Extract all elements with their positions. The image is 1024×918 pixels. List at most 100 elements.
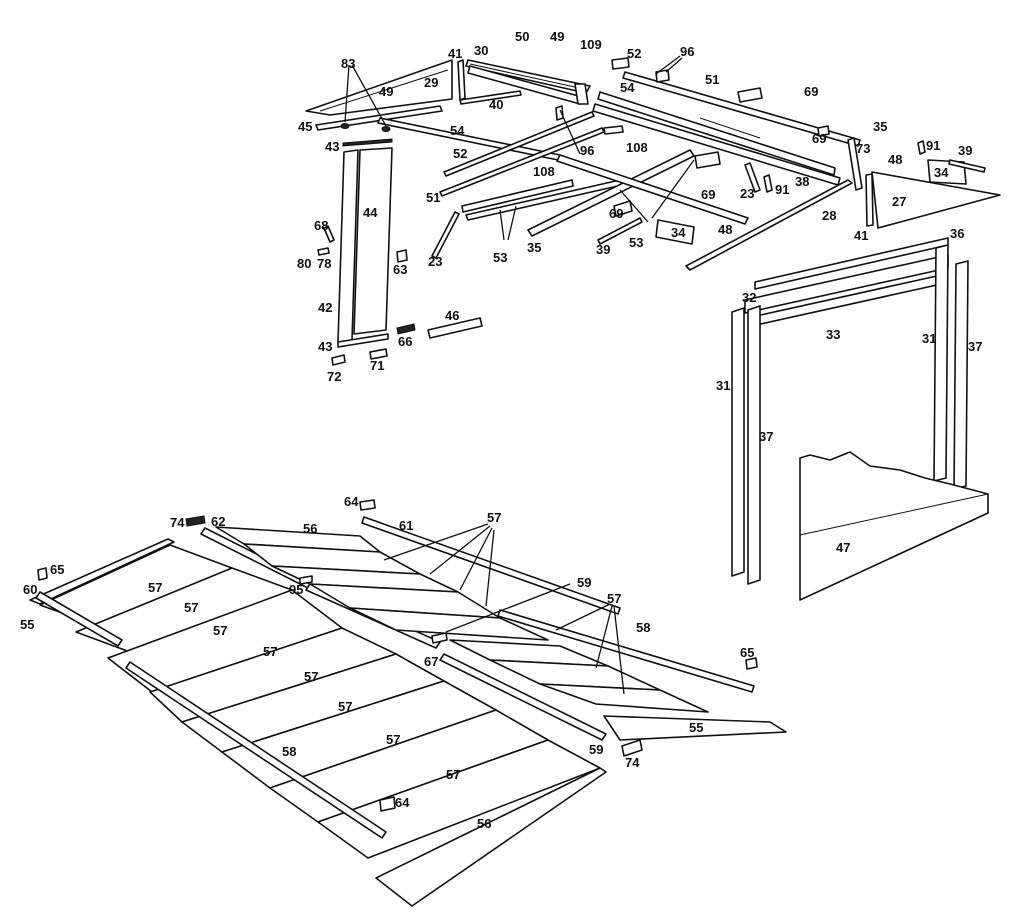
label-46: 46 xyxy=(445,308,459,323)
label-54: 54 xyxy=(620,80,635,95)
label-60: 60 xyxy=(23,582,37,597)
label-95: 95 xyxy=(289,582,303,597)
label-34b: 34 xyxy=(671,225,686,240)
label-56b: 56 xyxy=(477,816,491,831)
door-frame-assembly xyxy=(731,237,989,601)
part-108-bracket xyxy=(603,125,624,135)
part-31-left-jamb xyxy=(731,307,745,577)
part-69-bracket-3 xyxy=(613,200,633,217)
part-52-rafter xyxy=(443,111,595,177)
part-68-hinge xyxy=(323,225,335,243)
label-31b: 31 xyxy=(716,378,730,393)
label-31: 31 xyxy=(922,331,936,346)
label-57-d: 57 xyxy=(263,644,277,659)
part-69-bracket-2 xyxy=(694,151,721,169)
part-41-post xyxy=(457,59,466,101)
label-58: 58 xyxy=(636,620,650,635)
part-37-left-jamb xyxy=(747,305,761,585)
label-78: 78 xyxy=(317,256,331,271)
part-39-bar xyxy=(948,159,986,173)
label-72: 72 xyxy=(327,369,341,384)
part-35-rafter xyxy=(527,149,695,237)
label-57-c: 57 xyxy=(213,623,227,638)
part-71-bracket xyxy=(369,348,388,360)
part-60-rail xyxy=(35,591,123,647)
roof-frame-assembly xyxy=(305,57,1001,271)
label-57-g: 57 xyxy=(386,732,400,747)
part-95-fitting xyxy=(299,575,313,585)
part-47-door-panel xyxy=(799,451,989,601)
label-80: 80 xyxy=(297,256,311,271)
label-34: 34 xyxy=(934,165,949,180)
part-29-left-gable xyxy=(305,59,453,116)
label-68: 68 xyxy=(314,218,328,233)
label-91b: 91 xyxy=(775,182,789,197)
label-57-a: 57 xyxy=(148,580,162,595)
label-96b: 96 xyxy=(580,143,594,158)
label-62: 62 xyxy=(211,514,225,529)
label-48: 48 xyxy=(888,152,902,167)
part-23-brace xyxy=(744,162,761,193)
part-labels: 41 30 50 49 109 52 96 51 69 83 29 49 40 … xyxy=(20,29,982,831)
label-23b: 23 xyxy=(428,254,442,269)
label-23: 23 xyxy=(740,186,754,201)
part-72-bracket xyxy=(331,354,346,366)
label-43b: 43 xyxy=(318,339,332,354)
label-73: 73 xyxy=(856,141,870,156)
label-28: 28 xyxy=(822,208,836,223)
label-35: 35 xyxy=(873,119,887,134)
part-64-fitting-bottom xyxy=(379,796,396,812)
part-67-fitting xyxy=(431,632,448,644)
label-69c: 69 xyxy=(701,187,715,202)
label-96: 96 xyxy=(680,44,694,59)
label-32: 32 xyxy=(742,290,756,305)
label-63: 63 xyxy=(393,262,407,277)
label-57-h: 57 xyxy=(446,767,460,782)
label-74b: 74 xyxy=(625,755,640,770)
label-42: 42 xyxy=(318,300,332,315)
part-66-handle xyxy=(396,323,416,335)
label-57-f: 57 xyxy=(338,699,352,714)
label-54b: 54 xyxy=(450,123,465,138)
part-43-sill xyxy=(337,333,389,348)
part-56-bottom-panel xyxy=(375,767,607,907)
label-65b: 65 xyxy=(740,645,754,660)
part-27-right-gable xyxy=(871,171,1001,229)
label-50: 50 xyxy=(515,29,529,44)
leader-lines xyxy=(344,55,695,695)
part-37-right-jamb xyxy=(953,260,969,490)
label-57-e: 57 xyxy=(304,669,318,684)
label-59: 59 xyxy=(577,575,591,590)
part-31-right-jamb xyxy=(933,244,949,482)
label-57-right: 57 xyxy=(607,591,621,606)
part-91-clip xyxy=(917,140,926,155)
part-41-right-post xyxy=(865,173,874,227)
part-23-brace-2 xyxy=(431,211,460,259)
label-69b: 69 xyxy=(812,131,826,146)
label-91: 91 xyxy=(926,138,940,153)
part-35-beam xyxy=(597,91,836,176)
part-65-fitting-left xyxy=(37,567,48,581)
part-44-panel xyxy=(353,147,393,335)
part-58-rail-left xyxy=(125,661,387,839)
label-83: 83 xyxy=(341,56,355,71)
label-66: 66 xyxy=(398,334,412,349)
label-37: 37 xyxy=(968,339,982,354)
part-91-clip-2 xyxy=(763,174,773,193)
label-53: 53 xyxy=(493,250,507,265)
label-51: 51 xyxy=(705,72,719,87)
label-41b: 41 xyxy=(854,228,868,243)
label-33: 33 xyxy=(826,327,840,342)
label-49: 49 xyxy=(550,29,564,44)
part-59-rail-lower xyxy=(439,653,607,741)
label-53b: 53 xyxy=(629,235,643,250)
label-49b: 49 xyxy=(379,84,393,99)
label-109: 109 xyxy=(580,37,602,52)
part-39-bar-2 xyxy=(597,217,643,245)
label-29: 29 xyxy=(424,75,438,90)
label-55: 55 xyxy=(20,617,34,632)
part-54-beam-end xyxy=(574,83,589,105)
part-58-rail-right xyxy=(497,609,755,693)
part-73-hook xyxy=(847,137,863,191)
